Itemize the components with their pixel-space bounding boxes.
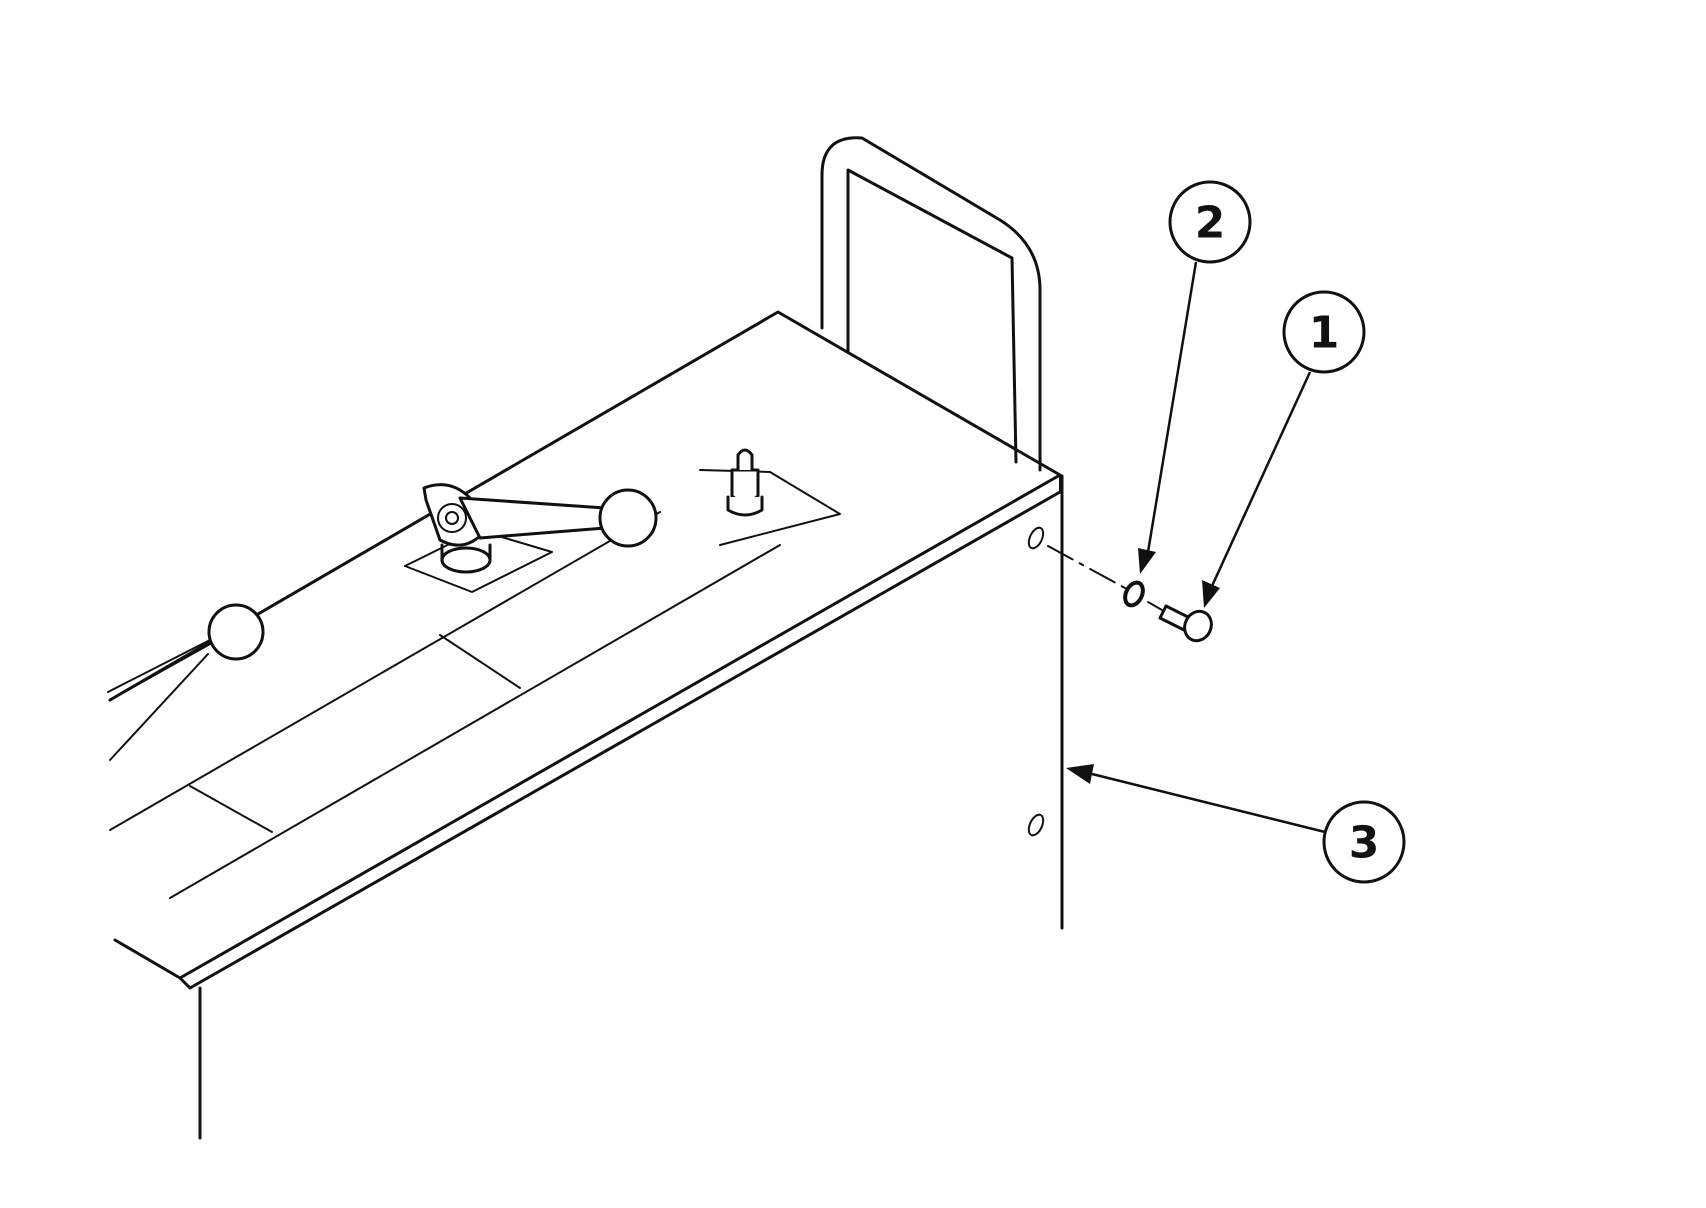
- lock-washer: [1123, 580, 1145, 608]
- callout-label-2: 2: [1195, 198, 1226, 249]
- control-lever-left: [107, 603, 265, 761]
- callout-2: 2: [1138, 180, 1252, 574]
- grab-handle: [820, 136, 1042, 472]
- lever-assembly: [404, 483, 658, 593]
- mounting-hole: [1027, 526, 1045, 550]
- side-panel: [198, 474, 1064, 1140]
- callout-1: 1: [1202, 290, 1366, 608]
- callout-3: 3: [1066, 764, 1406, 884]
- exploded-fasteners: [1047, 545, 1213, 643]
- callout-label-3: 3: [1349, 818, 1380, 869]
- callout-label-1: 1: [1309, 308, 1340, 359]
- screw-head: [1183, 609, 1213, 643]
- toggle-switch: [699, 448, 841, 546]
- cabinet-top: [108, 310, 1062, 990]
- mounting-hole: [1027, 813, 1045, 837]
